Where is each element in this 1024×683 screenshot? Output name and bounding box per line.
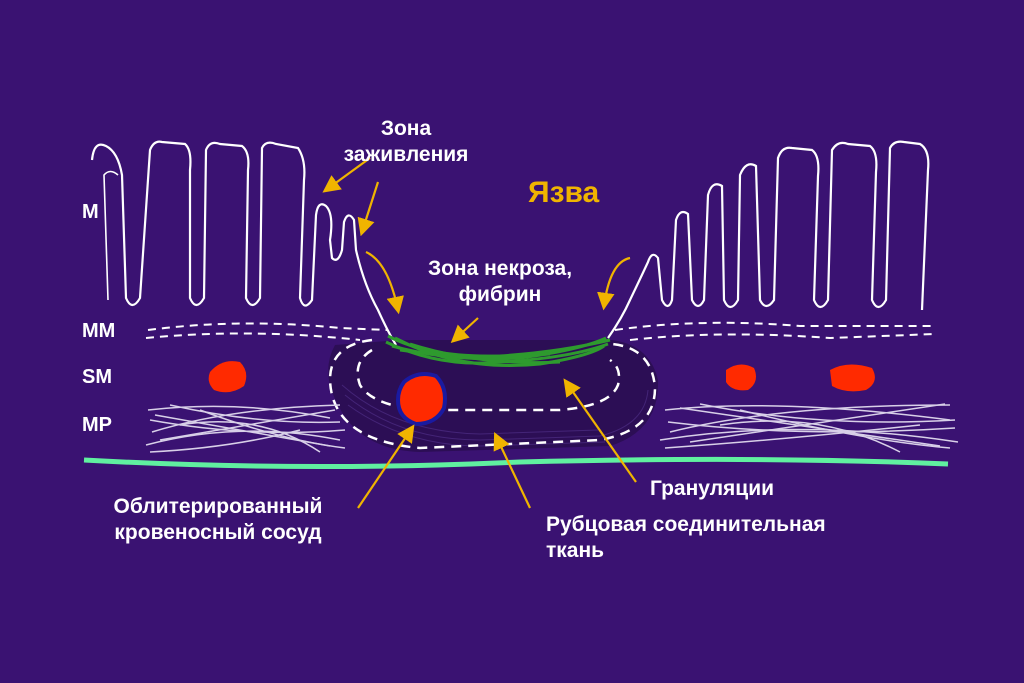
layer-label-mm: MM bbox=[82, 320, 116, 342]
ulcer-title: Язва bbox=[528, 176, 600, 209]
mucosa-villi-left bbox=[90, 140, 397, 346]
obliterated-vessel bbox=[395, 372, 447, 427]
healing-zone-line-2: заживления bbox=[343, 143, 469, 166]
obliterated-vessel-line-2: кровеносный сосуд bbox=[114, 521, 322, 544]
vessel-right-1 bbox=[726, 364, 756, 391]
necrosis-zone-line-1: Зона некроза, bbox=[427, 257, 573, 280]
healing-zone-label: Зона заживления bbox=[336, 116, 476, 168]
obliterated-vessel-line-1: Облитерированный bbox=[113, 495, 323, 518]
necrosis-zone-label: Зона некроза, фибрин bbox=[400, 256, 600, 308]
healing-zone-line-1: Зона bbox=[380, 117, 432, 140]
layer-label-m: M bbox=[82, 201, 99, 223]
scar-tissue-label: Рубцовая соединительная ткань bbox=[546, 512, 826, 564]
arrow-healing-3 bbox=[365, 250, 404, 315]
arrow-necrosis bbox=[450, 317, 479, 343]
fibrin-band bbox=[385, 334, 611, 367]
mucosa-villi-right bbox=[607, 140, 930, 339]
arrow-vessel bbox=[357, 424, 415, 509]
scar-tissue-line-1: Рубцовая соединительная bbox=[546, 513, 826, 536]
layer-label-sm: SM bbox=[82, 366, 112, 388]
arrow-scar bbox=[493, 432, 531, 509]
muscularis-propria-fibers-left bbox=[145, 404, 346, 453]
scar-tissue-line-2: ткань bbox=[546, 539, 605, 562]
muscularis-propria-fibers-right bbox=[659, 403, 959, 453]
vessel-right-2 bbox=[830, 364, 875, 392]
granulation-outline bbox=[328, 338, 657, 450]
vessel-left bbox=[208, 361, 247, 393]
arrow-healing-2 bbox=[357, 181, 380, 237]
arrow-healing-4 bbox=[597, 256, 631, 311]
muscularis-mucosae-lines bbox=[145, 321, 936, 341]
serosa-line bbox=[83, 456, 949, 470]
scar-tissue-region bbox=[328, 340, 659, 452]
arrow-granulation bbox=[563, 378, 637, 483]
layer-label-mp: MP bbox=[82, 414, 112, 436]
arrows bbox=[322, 157, 637, 509]
granulation-label: Грануляции bbox=[650, 477, 775, 500]
arrow-healing-1 bbox=[322, 157, 371, 193]
obliterated-vessel-label: Облитерированный кровеносный сосуд bbox=[80, 494, 356, 546]
necrosis-zone-line-2: фибрин bbox=[458, 283, 542, 306]
